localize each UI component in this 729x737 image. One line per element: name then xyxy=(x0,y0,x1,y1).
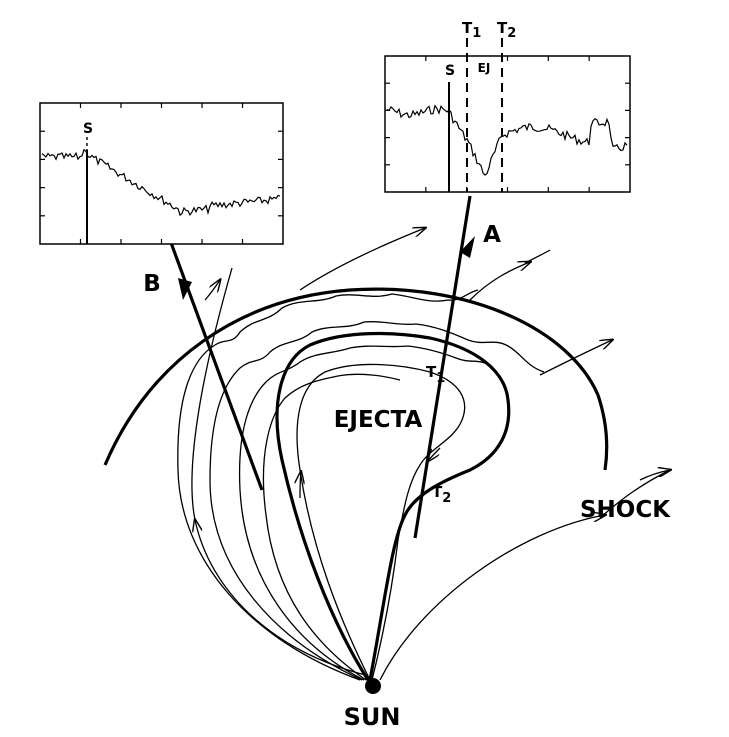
sheath-line-4 xyxy=(262,373,401,681)
plot-a-ejecta-marker: EJ xyxy=(478,61,491,75)
field-line-right-upper-ext xyxy=(524,249,551,264)
sheath-line-1 xyxy=(177,289,479,681)
field-line-right-lower-ext xyxy=(599,469,671,519)
trajectory-a-arrow xyxy=(460,236,475,258)
field-line-top xyxy=(299,228,425,291)
plot-b: S xyxy=(39,102,284,245)
field-line-right-lower-head xyxy=(639,470,670,481)
trajectory-b xyxy=(168,239,264,491)
sun-icon xyxy=(365,678,381,694)
sun-label: SUN xyxy=(344,703,401,731)
field-line-right-upper xyxy=(469,262,530,301)
plot-b-shock-marker: S xyxy=(83,121,93,137)
plot-a-t2-label: T2 xyxy=(497,19,516,41)
plot-a: S EJ T1 T2 xyxy=(384,19,631,193)
shock-front xyxy=(103,287,609,471)
sheath-line-2 xyxy=(209,320,545,681)
plot-b-trace xyxy=(41,148,281,217)
spacecraft-a-label: A xyxy=(483,222,501,248)
shock-label: SHOCK xyxy=(580,497,671,523)
sheath-line-3 xyxy=(238,345,491,681)
plot-a-shock-marker: S xyxy=(445,63,455,79)
field-line-outer-left xyxy=(191,267,366,676)
t2-label: T2 xyxy=(432,483,451,506)
field-line-right-lower xyxy=(379,515,605,681)
plot-b-ticks xyxy=(40,103,283,244)
plot-b-frame xyxy=(39,102,284,245)
trajectory-a xyxy=(413,195,472,539)
plot-a-t1-label: T1 xyxy=(462,19,481,41)
plot-a-frame xyxy=(384,55,631,193)
ejecta-label: EJECTA xyxy=(334,407,423,433)
ejecta-boundary-outer xyxy=(275,331,511,681)
ejecta-boundary-inner xyxy=(296,363,466,681)
t1-label: T1 xyxy=(426,363,445,386)
ejecta-flow-arrow-up xyxy=(300,472,301,499)
spacecraft-b-label: B xyxy=(143,271,161,297)
plot-a-trace xyxy=(386,104,628,176)
field-line-right-middle xyxy=(539,340,612,376)
trajectory-b-arrow xyxy=(178,278,192,300)
field-line-arrow-left xyxy=(204,280,220,301)
